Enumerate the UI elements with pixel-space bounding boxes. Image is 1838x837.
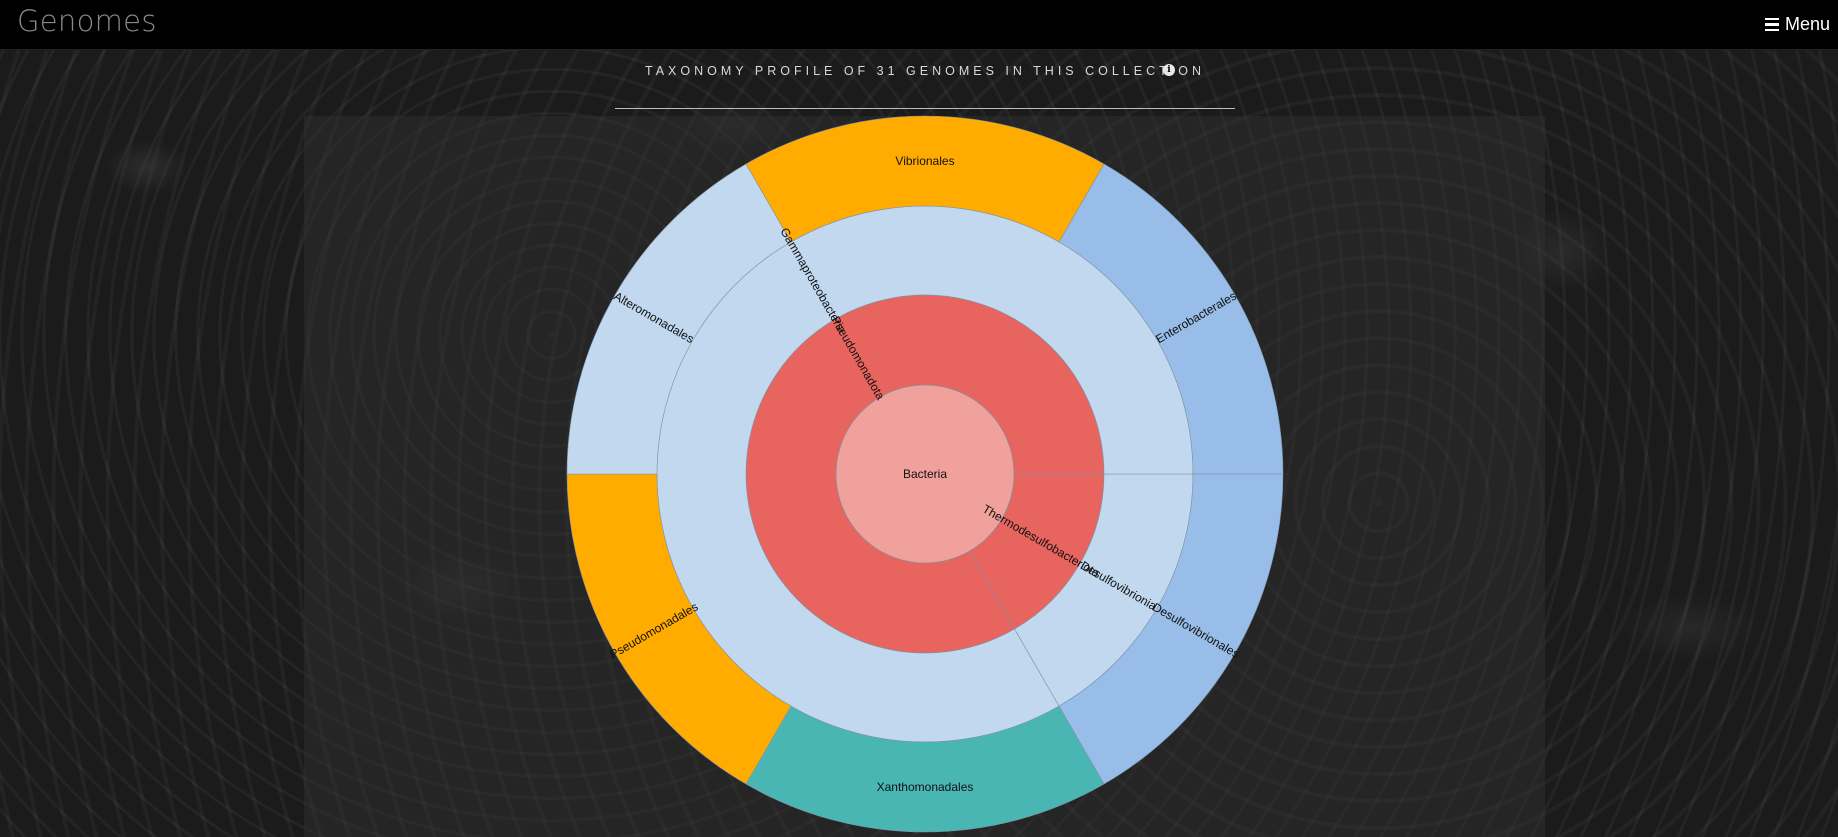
menu-label: Menu xyxy=(1784,14,1830,34)
sunburst-segment-vibrionales[interactable] xyxy=(745,115,1105,243)
info-circle-icon[interactable]: i xyxy=(1163,64,1175,76)
sunburst-label-vibrionales: Vibrionales xyxy=(895,154,954,168)
sunburst-label-bacteria: Bacteria xyxy=(903,467,947,481)
sunburst-label-xanthomonadales: Xanthomonadales xyxy=(877,780,974,794)
hamburger-icon xyxy=(1764,17,1779,32)
section-header: TAXONOMY PROFILE OF 31 GENOMES IN THIS C… xyxy=(615,60,1235,109)
app-brand[interactable]: Genomes xyxy=(17,4,157,38)
section-title: TAXONOMY PROFILE OF 31 GENOMES IN THIS C… xyxy=(645,64,1205,78)
top-navbar: Genomes Menu xyxy=(0,0,1838,50)
menu-button[interactable]: Menu xyxy=(1764,14,1830,35)
